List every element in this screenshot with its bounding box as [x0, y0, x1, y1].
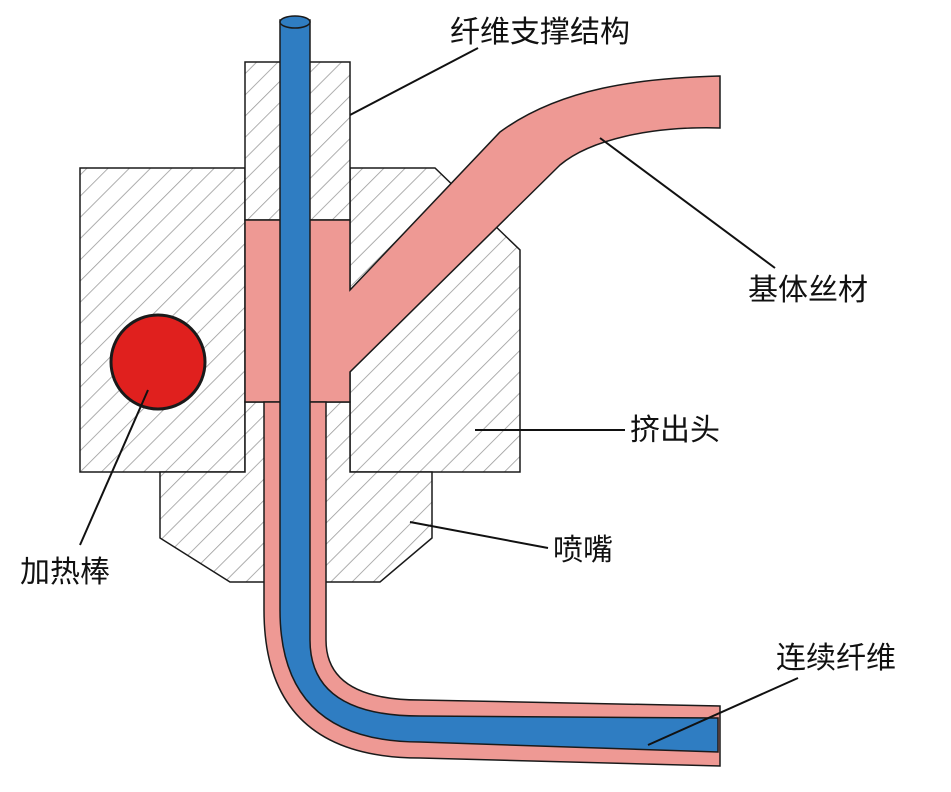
label-matrix-filament: 基体丝材 [748, 273, 868, 308]
leader-fiber-support [349, 47, 479, 116]
heating-rod [109, 313, 207, 411]
label-fiber-support: 纤维支撑结构 [450, 15, 630, 50]
continuous-fiber-strand [279, 19, 719, 753]
label-extrusion-head: 挤出头 [630, 413, 720, 448]
label-nozzle: 喷嘴 [553, 533, 613, 568]
label-continuous-fiber: 连续纤维 [776, 641, 896, 676]
leader-continuous-fiber [647, 677, 799, 746]
fiber-top-end [279, 15, 311, 29]
leader-nozzle [409, 521, 549, 549]
leader-heating-rod [79, 389, 149, 546]
leader-matrix-filament [599, 137, 776, 269]
melt-chamber [244, 75, 721, 403]
label-heating-rod: 加热棒 [20, 555, 110, 590]
